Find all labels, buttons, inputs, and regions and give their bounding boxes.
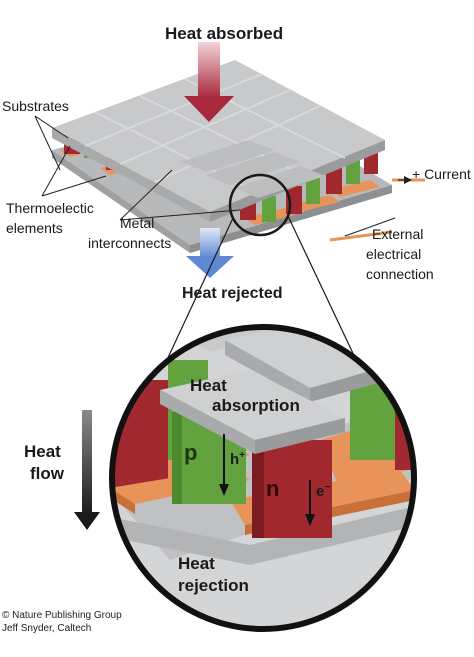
substrates-label: Substrates [2, 98, 69, 114]
current-arrow-icon [398, 176, 412, 184]
electron-label: e− [316, 482, 331, 500]
p-type-label: p [184, 440, 198, 465]
electrical-label: electrical [366, 246, 422, 262]
external-label: External [372, 226, 424, 242]
top-interconnect-slab [160, 370, 345, 454]
electron-flow-arrow-icon [305, 480, 315, 526]
credit-line-2: Jeff Snyder, Caltech [2, 623, 92, 634]
magnified-view [109, 324, 417, 632]
heat-flow-label-line1: Heat [24, 442, 61, 461]
n-type-leg [252, 440, 332, 538]
heat-rejection-label-line2: rejection [178, 576, 249, 595]
elements-label: elements [6, 220, 63, 236]
heat-rejected-label: Heat rejected [182, 285, 283, 302]
module-top [52, 60, 425, 253]
connection-label: connection [366, 266, 434, 282]
heat-absorbed-arrow [184, 42, 234, 122]
heat-absorbed-label: Heat absorbed [165, 24, 284, 43]
heat-rejection-label-line1: Heat [178, 554, 215, 573]
credit-line-1: © Nature Publishing Group [2, 610, 122, 621]
interconnects-label: interconnects [88, 235, 172, 251]
heat-absorption-label-line2: absorption [212, 396, 300, 415]
n-type-label: n [266, 476, 280, 501]
metal-label: Metal [120, 215, 155, 231]
callout-leaders [34, 115, 396, 237]
heat-flow-arrow [74, 410, 100, 530]
hole-label: h+ [230, 450, 246, 468]
heat-flow-label-line2: flow [30, 464, 64, 483]
hole-flow-arrow-icon [219, 434, 229, 496]
thermoelectic-label: Thermoelectic [6, 200, 94, 216]
heat-absorption-label-line1: Heat [190, 376, 227, 395]
current-label: + Current [412, 166, 471, 182]
